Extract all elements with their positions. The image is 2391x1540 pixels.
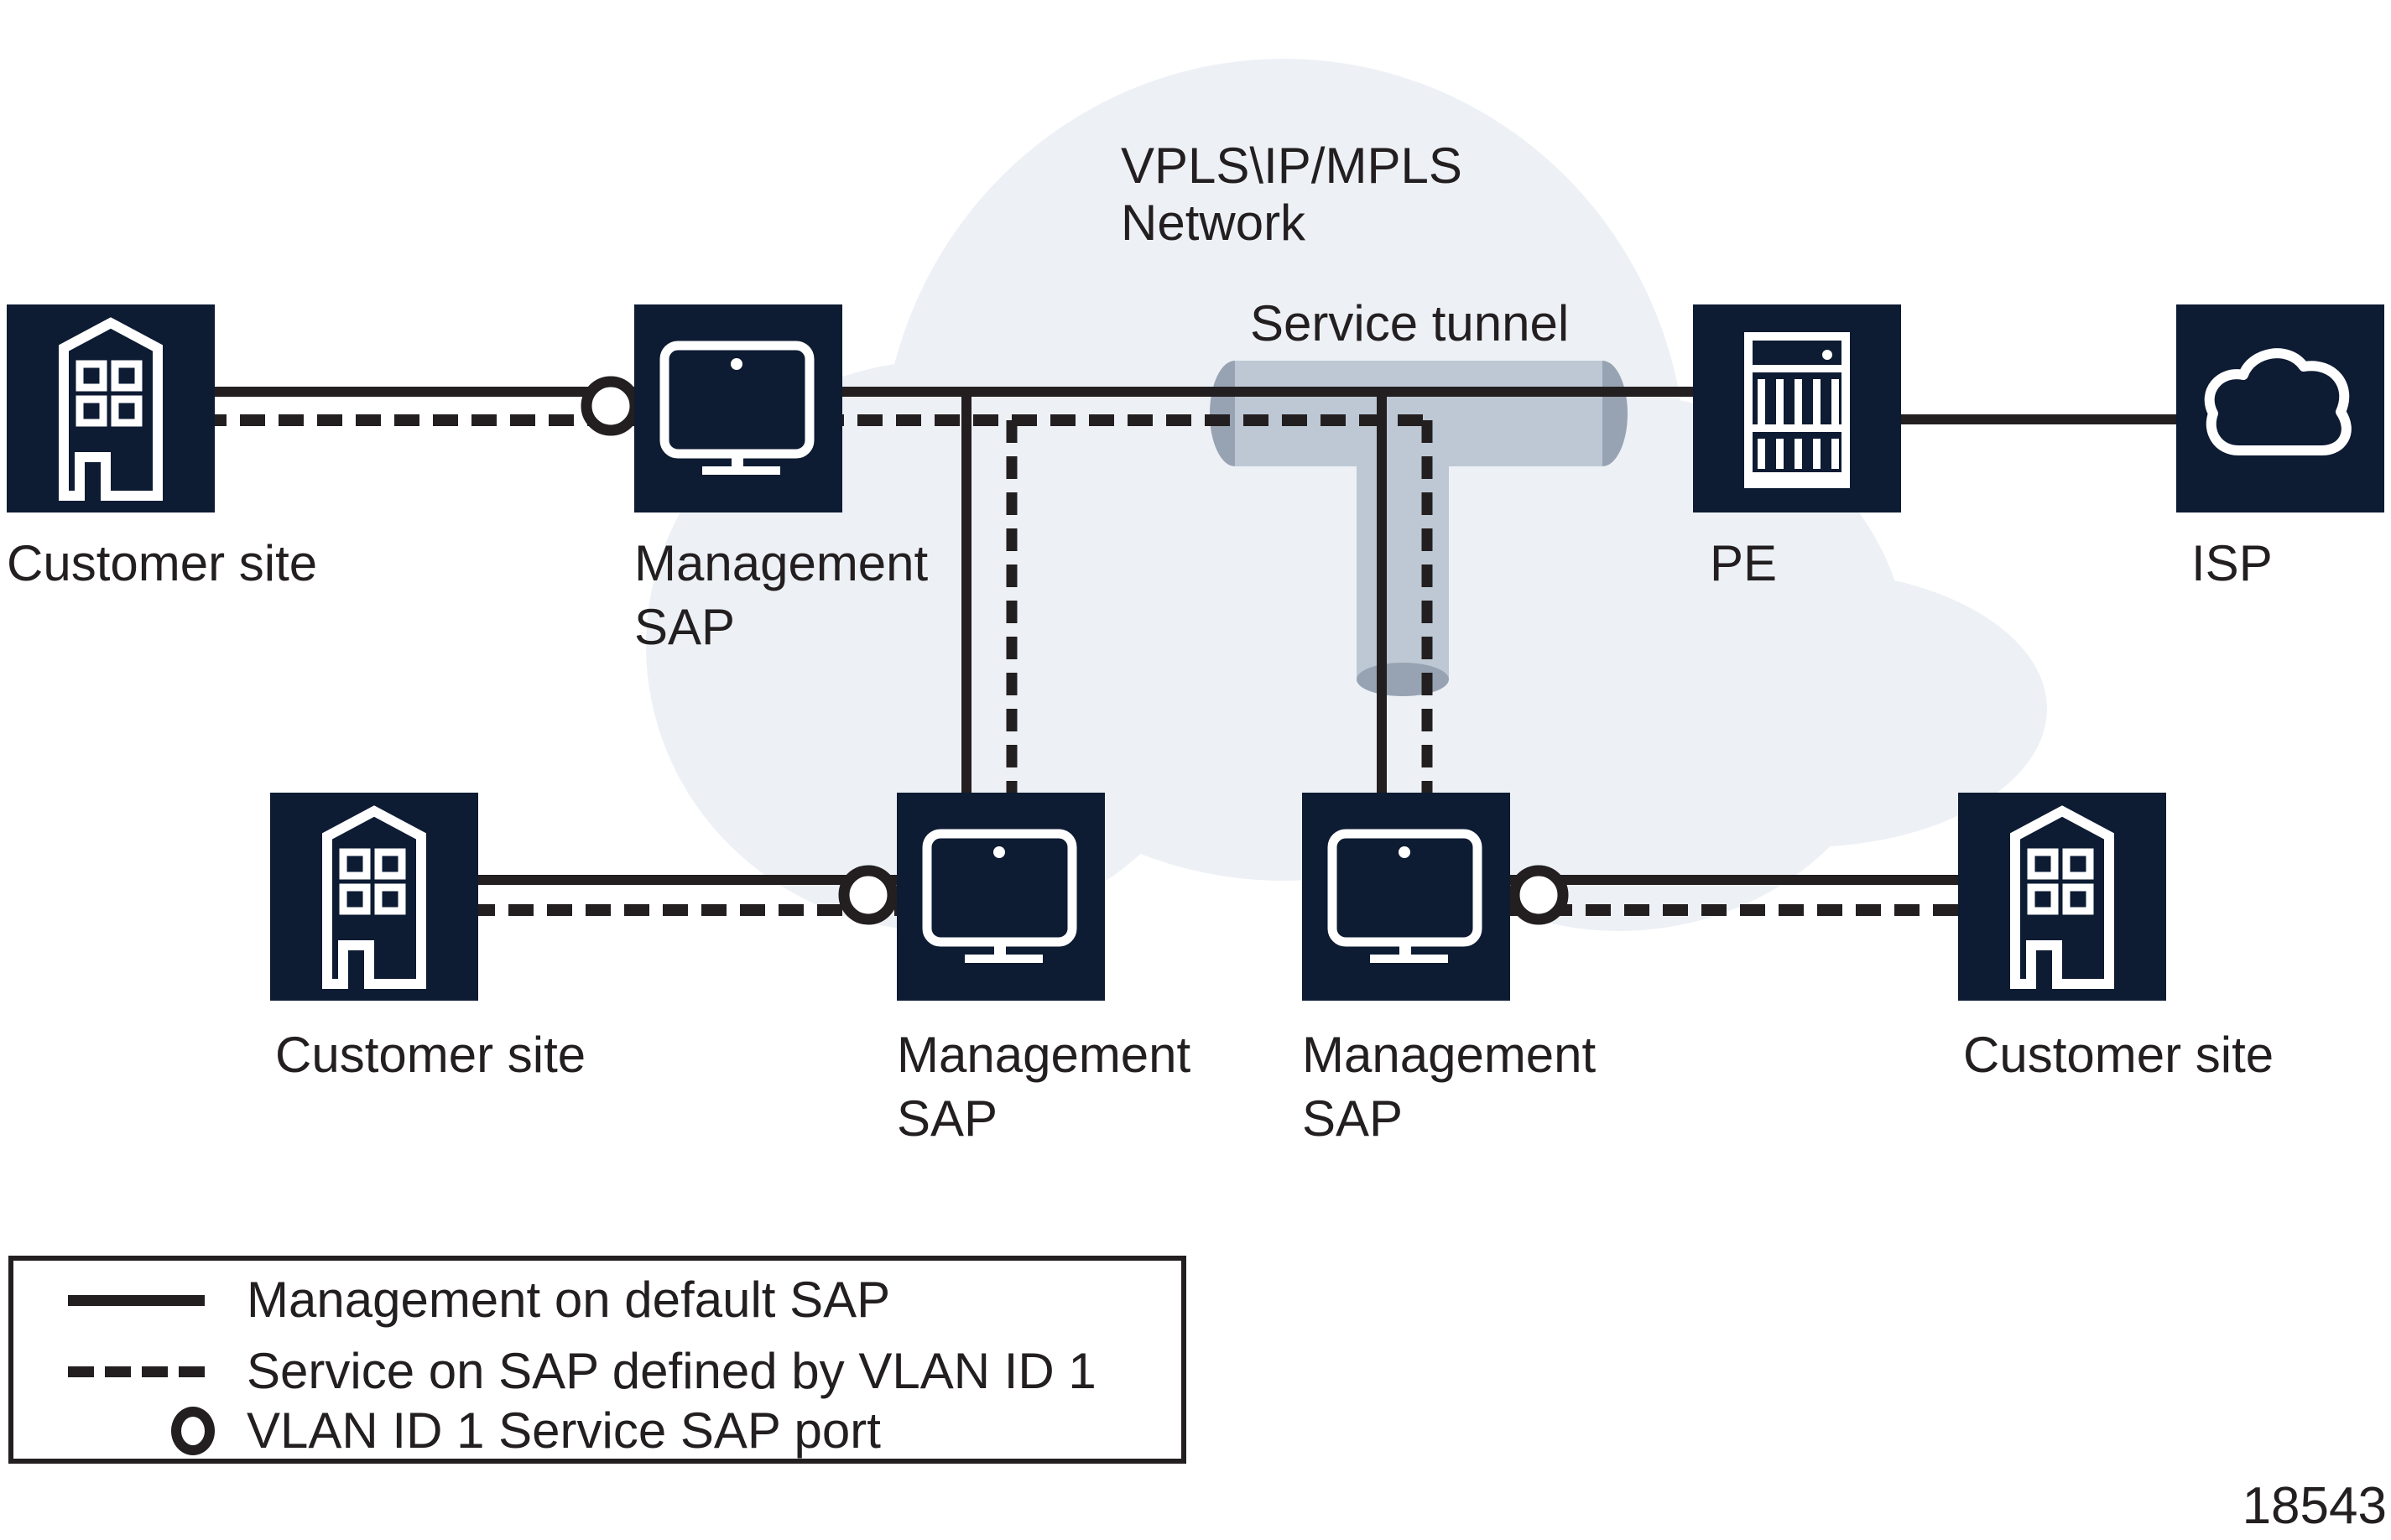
figure-number: 18543 bbox=[2242, 1477, 2387, 1535]
service-tunnel-vertical bbox=[1357, 414, 1449, 696]
node-management-sap-bottom-right bbox=[1302, 793, 1510, 1001]
sap-port-icon-bottom-right bbox=[1508, 865, 1569, 925]
dashed-line-swatch-icon bbox=[68, 1366, 205, 1377]
legend-swatch-cell bbox=[13, 1294, 221, 1306]
service-tunnel-label: Service tunnel bbox=[1250, 295, 1570, 351]
node-management-sap-top bbox=[634, 304, 842, 512]
legend-swatch-cell bbox=[13, 1366, 221, 1377]
legend-item-label: Service on SAP defined by VLAN ID 1 bbox=[247, 1343, 1097, 1399]
label-pe: PE bbox=[1710, 535, 1778, 591]
node-customer-site-bottom-right bbox=[1958, 793, 2166, 1001]
label-customer-site-bottom-right: Customer site bbox=[1963, 1027, 2274, 1083]
legend-swatch-cell bbox=[13, 1407, 221, 1455]
solid-line-swatch-icon bbox=[68, 1294, 205, 1306]
label-management-sap-top: Management SAP bbox=[634, 535, 929, 655]
circle-swatch-icon bbox=[171, 1407, 215, 1455]
node-customer-site-bottom-left bbox=[270, 793, 478, 1001]
sap-port-icon-top bbox=[581, 376, 641, 436]
label-management-sap-bottom-right: Management SAP bbox=[1302, 1027, 1597, 1147]
monitor-icon bbox=[659, 341, 815, 475]
sap-port-icon-bottom-left bbox=[838, 865, 899, 925]
network-cloud-label: VPLS\IP/MPLS Network bbox=[1121, 138, 1462, 251]
label-management-sap-bottom-left: Management SAP bbox=[897, 1027, 1191, 1147]
legend-box: Management on default SAP Service on SAP… bbox=[8, 1256, 1186, 1464]
monitor-icon bbox=[1327, 829, 1482, 963]
legend-item-management-sap: Management on default SAP bbox=[13, 1272, 1181, 1328]
node-isp bbox=[2176, 304, 2384, 512]
building-icon bbox=[59, 317, 163, 501]
label-isp: ISP bbox=[2191, 535, 2273, 591]
legend-item-label: Management on default SAP bbox=[247, 1272, 891, 1328]
legend-item-service-sap: Service on SAP defined by VLAN ID 1 bbox=[13, 1344, 1181, 1399]
legend-item-label: VLAN ID 1 Service SAP port bbox=[247, 1402, 881, 1459]
legend-item-sap-port: VLAN ID 1 Service SAP port bbox=[13, 1403, 1181, 1459]
building-icon bbox=[2010, 805, 2114, 989]
monitor-icon bbox=[922, 829, 1077, 963]
node-management-sap-bottom-left bbox=[897, 793, 1105, 1001]
server-icon bbox=[1744, 332, 1850, 488]
label-customer-site-top-left: Customer site bbox=[7, 535, 318, 591]
node-customer-site-top-left bbox=[7, 304, 215, 512]
label-customer-site-bottom-left: Customer site bbox=[275, 1027, 586, 1083]
building-icon bbox=[322, 805, 426, 989]
cloud-icon bbox=[2204, 348, 2352, 455]
node-pe-router bbox=[1693, 304, 1901, 512]
